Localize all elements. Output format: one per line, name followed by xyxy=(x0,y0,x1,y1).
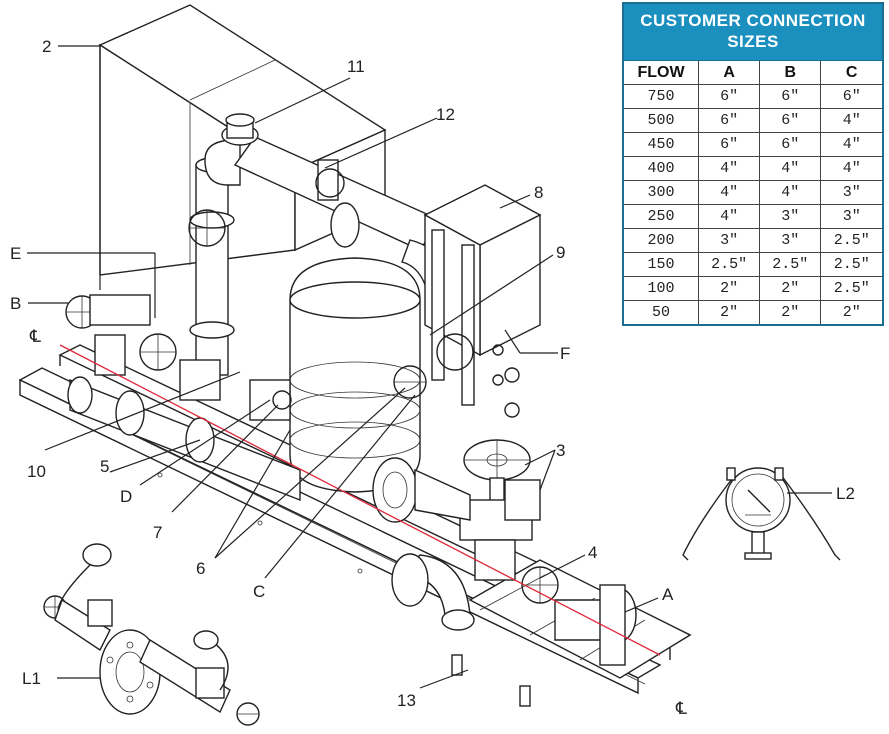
flow-cell: 750 xyxy=(622,84,699,109)
size-cell: 2.5" xyxy=(820,252,884,277)
center-flange-assembly xyxy=(372,333,637,666)
callout-6: 6 xyxy=(196,559,205,578)
callout-centerline-right: ℄ xyxy=(675,699,687,718)
callout-10: 10 xyxy=(27,462,46,481)
callout-3: 3 xyxy=(556,441,565,460)
callout-e: E xyxy=(10,244,21,263)
callout-b: B xyxy=(10,294,21,313)
size-cell: 2.5" xyxy=(820,228,884,253)
callout-l1: L1 xyxy=(22,669,41,688)
size-cell: 2" xyxy=(697,276,761,301)
callout-13: 13 xyxy=(397,691,416,710)
size-cell: 3" xyxy=(759,204,822,229)
flow-cell: 500 xyxy=(622,108,699,133)
flow-cell: 450 xyxy=(622,132,699,157)
callout-centerline-left: ℄ xyxy=(29,327,41,346)
callout-5: 5 xyxy=(100,457,109,476)
size-cell: 6" xyxy=(697,132,761,157)
detail-l2-gauge xyxy=(682,467,841,561)
flow-cell: 50 xyxy=(622,300,699,326)
size-cell: 4" xyxy=(820,156,884,181)
header-c: C xyxy=(820,60,884,85)
callout-9: 9 xyxy=(556,243,565,262)
size-cell: 6" xyxy=(759,132,822,157)
size-cell: 3" xyxy=(759,228,822,253)
detail-l1-assembly xyxy=(43,543,260,726)
callout-2: 2 xyxy=(42,37,51,56)
callout-d: D xyxy=(120,487,132,506)
size-cell: 6" xyxy=(697,108,761,133)
size-cell: 6" xyxy=(759,108,822,133)
header-a: A xyxy=(697,60,761,85)
leader-lines xyxy=(27,45,832,689)
size-cell: 4" xyxy=(697,156,761,181)
flow-cell: 300 xyxy=(622,180,699,205)
size-cell: 2" xyxy=(759,300,822,326)
flow-cell: 250 xyxy=(622,204,699,229)
callout-8: 8 xyxy=(534,183,543,202)
callout-labels: 2 11 12 8 9 E B ℄ F 10 5 D 7 6 C 3 4 A L… xyxy=(10,37,855,718)
size-cell: 4" xyxy=(697,204,761,229)
callout-a: A xyxy=(662,585,674,604)
header-b: B xyxy=(759,60,822,85)
callout-11: 11 xyxy=(347,57,365,76)
size-cell: 4" xyxy=(820,108,884,133)
size-cell: 3" xyxy=(820,204,884,229)
header-flow: FLOW xyxy=(622,60,699,85)
flow-cell: 200 xyxy=(622,228,699,253)
size-cell: 4" xyxy=(820,132,884,157)
table-title: CUSTOMER CONNECTION SIZES xyxy=(622,2,884,61)
callout-l2: L2 xyxy=(836,484,855,503)
size-cell: 2" xyxy=(759,276,822,301)
size-cell: 6" xyxy=(820,84,884,109)
size-cell: 4" xyxy=(759,156,822,181)
callout-7: 7 xyxy=(153,523,162,542)
callout-4: 4 xyxy=(588,543,597,562)
valve-assembly-3 xyxy=(459,439,541,581)
size-cell: 3" xyxy=(820,180,884,205)
size-cell: 2.5" xyxy=(759,252,822,277)
flow-cell: 150 xyxy=(622,252,699,277)
size-cell: 2" xyxy=(820,300,884,326)
size-cell: 4" xyxy=(759,180,822,205)
callout-c: C xyxy=(253,582,265,601)
tank-vessel xyxy=(289,257,421,493)
size-cell: 6" xyxy=(759,84,822,109)
centerline xyxy=(59,344,661,656)
callout-12: 12 xyxy=(436,105,455,124)
panel-box-8 xyxy=(423,184,542,418)
size-cell: 4" xyxy=(697,180,761,205)
connection-sizes-table: CUSTOMER CONNECTION SIZES FLOW A B C 750… xyxy=(622,2,884,326)
flow-cell: 100 xyxy=(622,276,699,301)
flow-cell: 400 xyxy=(622,156,699,181)
vertical-riser xyxy=(188,157,235,376)
size-cell: 2.5" xyxy=(820,276,884,301)
callout-f: F xyxy=(560,344,570,363)
size-cell: 2.5" xyxy=(697,252,761,277)
size-cell: 3" xyxy=(697,228,761,253)
size-cell: 2" xyxy=(697,300,761,326)
size-cell: 6" xyxy=(697,84,761,109)
table-header-row: FLOW A B C xyxy=(622,60,884,85)
